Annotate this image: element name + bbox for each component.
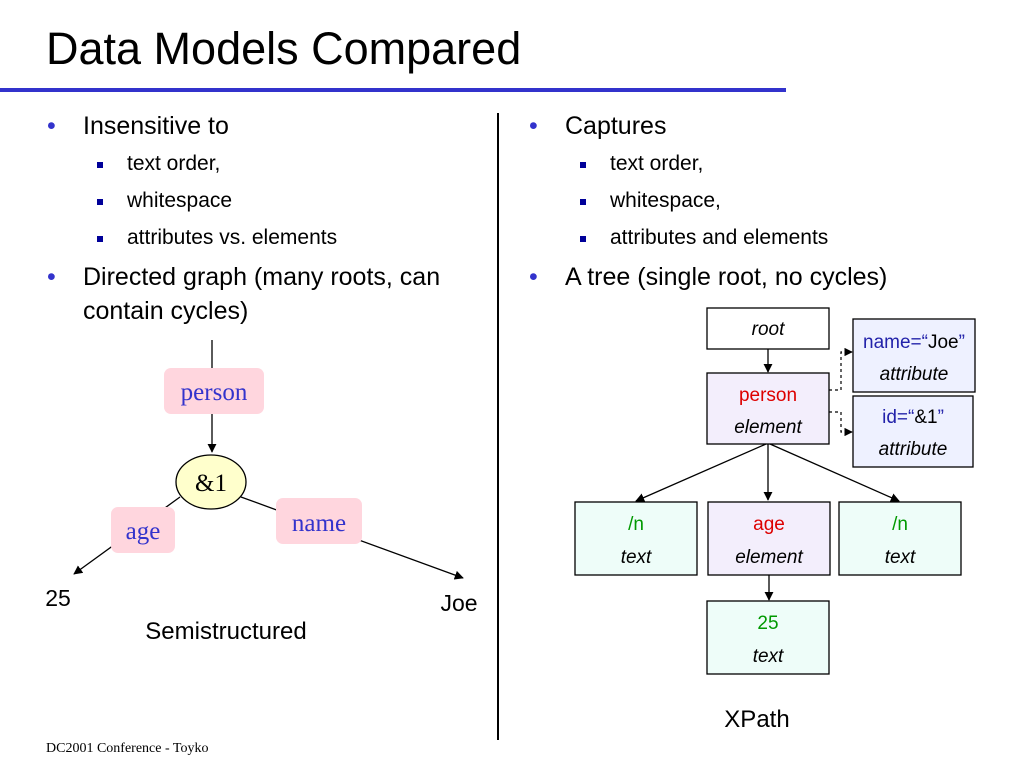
left-subitem-2: whitespace xyxy=(97,188,233,214)
left-subitem-2-text: whitespace xyxy=(127,189,233,212)
text-node-2-value: /n xyxy=(892,514,908,535)
id-attribute-node xyxy=(852,395,974,468)
bullet-dot-icon: • xyxy=(529,112,538,140)
right-bullet-2: • A tree (single root, no cycles) xyxy=(529,260,1005,294)
bullet-square-icon xyxy=(580,162,586,168)
bullet-dot-icon: • xyxy=(529,263,538,291)
age-element-node xyxy=(707,501,831,576)
text-node-2-kind: text xyxy=(885,547,916,568)
right-bullet-1: • Captures xyxy=(529,109,1005,143)
age-text-kind: text xyxy=(753,646,784,667)
person-element-kind: element xyxy=(734,417,802,438)
edge-person-text1 xyxy=(635,443,767,502)
name-attribute-pair: name=“Joe” xyxy=(863,332,965,353)
edge-person-attr-id xyxy=(829,411,853,437)
right-subitem-2-text: whitespace, xyxy=(610,189,721,212)
right-subitem-2: whitespace, xyxy=(580,188,721,214)
text-node-1-value: /n xyxy=(628,514,644,535)
age-text-value: 25 xyxy=(757,613,778,634)
person-element-name: person xyxy=(739,385,797,406)
name-attribute-kind: attribute xyxy=(880,364,949,385)
left-bullet-2-text: Directed graph (many roots, can contain … xyxy=(83,263,441,325)
text-node-1 xyxy=(574,501,698,576)
bullet-dot-icon: • xyxy=(47,263,56,291)
id-attribute-kind: attribute xyxy=(879,439,948,460)
bullet-square-icon xyxy=(97,199,103,205)
name-attribute-key: name=“ xyxy=(863,332,928,353)
age-label-box xyxy=(111,507,175,553)
bullet-square-icon xyxy=(97,162,103,168)
person-label-box xyxy=(164,368,264,414)
bullet-dot-icon: • xyxy=(47,112,56,140)
xpath-tree: root person element name=“Joe” attribute… xyxy=(574,307,976,733)
left-bullet-2: • Directed graph (many roots, can contai… xyxy=(47,260,493,328)
right-subitem-1: text order, xyxy=(580,151,704,177)
text-node-1-kind: text xyxy=(621,547,652,568)
edge-person-attr-name xyxy=(829,347,853,391)
bullet-square-icon xyxy=(580,199,586,205)
id-attribute-value: &1 xyxy=(914,407,937,428)
age-label: age xyxy=(126,518,161,545)
xpath-caption: XPath xyxy=(724,706,789,733)
edge-person-text2 xyxy=(769,443,900,502)
text-node-2 xyxy=(838,501,962,576)
person-element-node xyxy=(706,372,830,445)
left-subitem-1: text order, xyxy=(97,151,221,177)
bullet-square-icon xyxy=(97,236,103,242)
ref-node xyxy=(175,454,247,510)
root-node xyxy=(706,307,830,350)
age-value: 25 xyxy=(45,585,71,611)
root-label: root xyxy=(752,319,785,340)
name-value: Joe xyxy=(440,590,477,616)
name-attribute-close: ” xyxy=(959,332,965,353)
name-attribute-node xyxy=(852,318,976,393)
semistructured-graph: person &1 age name 25 Joe Semistructured xyxy=(45,340,478,645)
person-label: person xyxy=(181,379,248,406)
slide-title: Data Models Compared xyxy=(46,23,522,74)
right-subitem-1-text: text order, xyxy=(610,152,704,175)
left-subitem-3-text: attributes vs. elements xyxy=(127,226,338,249)
id-attribute-pair: id=“&1” xyxy=(882,407,944,428)
right-subitem-3-text: attributes and elements xyxy=(610,226,829,249)
right-bullet-2-text: A tree (single root, no cycles) xyxy=(565,263,888,291)
name-label: name xyxy=(292,510,346,537)
age-element-name: age xyxy=(753,514,785,535)
ref-node-label: &1 xyxy=(195,470,227,497)
column-divider xyxy=(497,113,499,740)
bullet-square-icon xyxy=(580,236,586,242)
age-text-node xyxy=(706,600,830,675)
left-bullet-1-text: Insensitive to xyxy=(83,112,229,140)
left-bullet-1: • Insensitive to xyxy=(47,109,503,143)
left-subitem-3: attributes vs. elements xyxy=(97,225,338,251)
id-attribute-key: id=“ xyxy=(882,407,914,428)
name-attribute-value: Joe xyxy=(928,332,959,353)
title-underline xyxy=(0,88,786,92)
semistructured-caption: Semistructured xyxy=(145,618,306,645)
age-element-kind: element xyxy=(735,547,803,568)
slide-footer: DC2001 Conference - Toyko xyxy=(46,741,209,756)
id-attribute-close: ” xyxy=(938,407,944,428)
right-subitem-3: attributes and elements xyxy=(580,225,829,251)
name-label-box xyxy=(276,498,362,544)
left-subitem-1-text: text order, xyxy=(127,152,221,175)
right-bullet-1-text: Captures xyxy=(565,112,667,140)
